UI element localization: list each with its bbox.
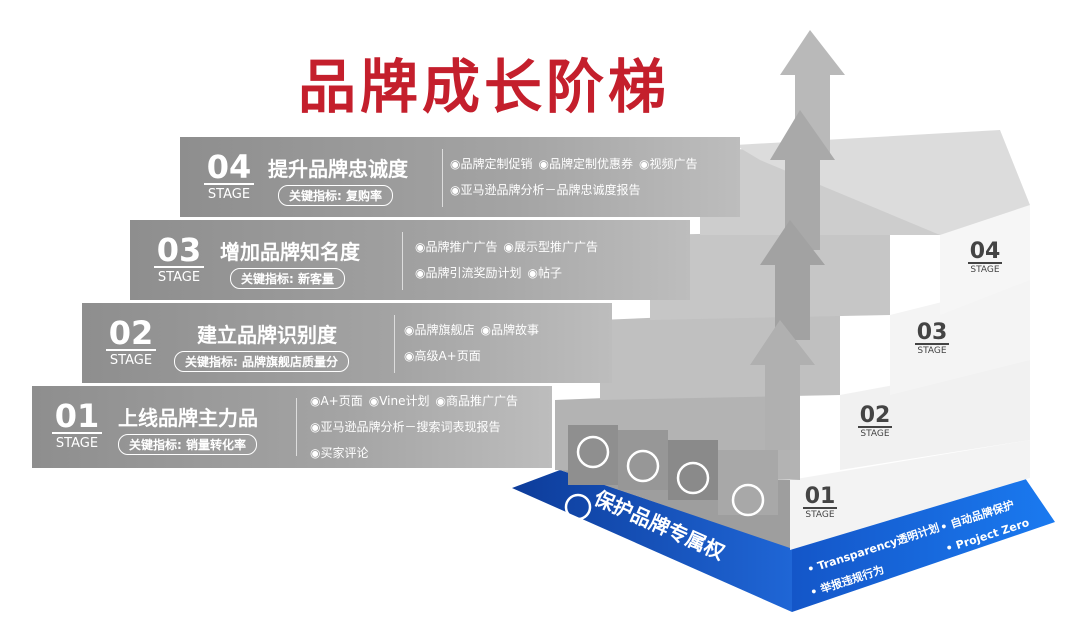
item: ◉品牌推广广告 [415, 240, 498, 254]
divider [394, 315, 395, 373]
arrow-up-icon [750, 320, 815, 450]
shield-base-right [792, 478, 1055, 612]
stage-label: STAGE [109, 353, 153, 368]
step-num-03: 03 [915, 320, 949, 345]
stage-items: ◉品牌定制促销 ◉品牌定制优惠券 ◉视频广告 ◉亚马逊品牌分析－品牌忠诚度报告 [450, 151, 703, 203]
item: ◉视频广告 [638, 157, 698, 171]
store-icon [676, 461, 710, 495]
shield-icon [564, 493, 592, 521]
item: ◉品牌故事 [480, 323, 539, 337]
shield-base-left [512, 470, 792, 612]
item: ◉帖子 [527, 266, 562, 280]
step-stage-label: STAGE [860, 429, 890, 439]
step-num-01: 01 [803, 484, 837, 509]
page-title: 品牌成长阶梯 [298, 53, 671, 121]
arrow-up-icon [760, 220, 825, 340]
stage-number: 02 [106, 317, 156, 351]
stage-title: 上线品牌主力品 [118, 406, 258, 430]
stage-kpi: 关键指标: 复购率 [278, 185, 393, 206]
stage-kpi: 关键指标: 品牌旗舰店质量分 [174, 351, 349, 372]
stage-number: 04 [204, 151, 254, 185]
cart-icon [731, 483, 765, 517]
item: ◉亚马逊品牌分析－品牌忠诚度报告 [450, 183, 641, 197]
stage-title: 建立品牌识别度 [197, 323, 337, 347]
divider [442, 149, 443, 207]
step-num-04: 04 [968, 239, 1002, 264]
item: ◉商品推广广告 [435, 394, 518, 408]
stage-number: 03 [154, 234, 204, 268]
item: ◉品牌定制优惠券 [538, 157, 633, 171]
stage-label: STAGE [157, 270, 201, 285]
item: ◉高级A+页面 [404, 349, 481, 363]
stage-band-04: 04 STAGE 提升品牌忠诚度 关键指标: 复购率 ◉品牌定制促销 ◉品牌定制优… [180, 137, 740, 217]
stage-band-02: 02 STAGE 建立品牌识别度 关键指标: 品牌旗舰店质量分 ◉品牌旗舰店◉品… [82, 303, 612, 383]
step-stage-label: STAGE [805, 510, 835, 520]
stage-band-03: 03 STAGE 增加品牌知名度 关键指标: 新客量 ◉品牌推广广告 ◉展示型推广… [130, 220, 690, 300]
stage-items: ◉品牌推广广告 ◉展示型推广广告 ◉品牌引流奖励计划 ◉帖子 [415, 234, 604, 286]
stage-title: 增加品牌知名度 [220, 240, 360, 264]
item: ◉A+页面 [310, 394, 363, 408]
stage-label: STAGE [55, 436, 99, 451]
stage-label: STAGE [207, 187, 251, 202]
step-num-02: 02 [858, 403, 892, 428]
stage-kpi: 关键指标: 新客量 [230, 268, 345, 289]
item: ◉品牌旗舰店 [404, 323, 475, 337]
stage-number: 01 [52, 400, 102, 434]
divider [402, 232, 403, 290]
item: ◉买家评论 [310, 446, 369, 460]
stage-items: ◉A+页面 ◉Vine计划 ◉商品推广广告 ◉亚马逊品牌分析－搜索词表现报告 ◉买家… [310, 388, 524, 466]
item: ◉亚马逊品牌分析－搜索词表现报告 [310, 420, 501, 434]
chart-icon [626, 449, 660, 483]
stage-band-01: 01 STAGE 上线品牌主力品 关键指标: 销量转化率 ◉A+页面 ◉Vine计… [32, 386, 552, 468]
step-stage-label: STAGE [970, 265, 1000, 275]
item: ◉品牌引流奖励计划 [415, 266, 522, 280]
target-icon [576, 435, 610, 469]
stage-items: ◉品牌旗舰店 ◉品牌故事 ◉高级A+页面 [404, 317, 545, 369]
item: ◉Vine计划 [368, 394, 430, 408]
arrow-up-icon [770, 110, 835, 250]
step-stage-label: STAGE [917, 346, 947, 356]
divider [296, 398, 297, 456]
stage-title: 提升品牌忠诚度 [268, 157, 408, 181]
item: ◉展示型推广广告 [503, 240, 598, 254]
stage-kpi: 关键指标: 销量转化率 [118, 434, 257, 455]
item: ◉品牌定制促销 [450, 157, 533, 171]
